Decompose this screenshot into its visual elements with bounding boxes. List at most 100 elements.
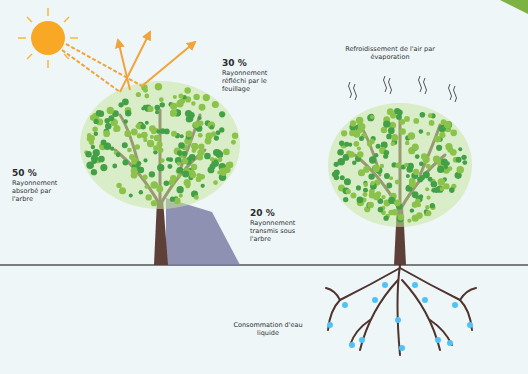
leaf-dot xyxy=(143,88,148,93)
leaf-dot xyxy=(107,107,114,114)
leaf-dot xyxy=(223,149,230,156)
leaf-dot xyxy=(141,132,148,139)
corner-tab xyxy=(500,0,528,14)
leaf-dot xyxy=(395,179,400,184)
leaf-dot xyxy=(394,199,401,206)
leaf-dot xyxy=(170,103,177,110)
leaf-dot xyxy=(363,182,368,187)
leaf-dot xyxy=(406,174,410,178)
leaf-dot xyxy=(447,147,453,153)
leaf-dot xyxy=(412,215,419,222)
leaf-dot xyxy=(123,119,127,123)
leaf-dot xyxy=(232,132,238,138)
leaf-dot xyxy=(395,162,401,168)
leaf-dot xyxy=(399,128,406,135)
leaf-dot xyxy=(381,195,385,199)
leaf-dot xyxy=(384,173,390,179)
leaf-dot xyxy=(127,148,132,153)
shadow-wedge xyxy=(166,198,240,265)
leaf-dot xyxy=(110,146,114,150)
leaf-dot xyxy=(188,116,194,122)
leaf-dot xyxy=(338,158,345,165)
leaf-dot xyxy=(139,190,143,194)
leaf-dot xyxy=(412,143,419,150)
leaf-dot xyxy=(206,133,211,138)
leaf-dot xyxy=(433,187,439,193)
leaf-dot xyxy=(155,83,162,90)
leaf-dot xyxy=(425,205,429,209)
leaf-dot xyxy=(205,138,212,145)
leaf-dot xyxy=(216,150,221,155)
left-tree xyxy=(80,81,240,265)
leaf-dot xyxy=(413,169,419,175)
leaf-dot xyxy=(437,166,444,173)
vapour-lines xyxy=(349,76,457,102)
leaf-dot xyxy=(350,120,356,126)
leaf-dot xyxy=(383,120,390,127)
leaf-dot xyxy=(124,130,131,137)
leaf-dot xyxy=(346,189,351,194)
percent-value: 50 % xyxy=(12,168,72,179)
leaf-dot xyxy=(398,214,405,221)
leaf-dot xyxy=(357,147,361,151)
leaf-dot xyxy=(429,120,435,126)
leaf-dot xyxy=(116,183,121,188)
leaf-dot xyxy=(143,158,147,162)
leaf-dot xyxy=(143,105,147,109)
leaf-dot xyxy=(122,142,128,148)
leaf-dot xyxy=(445,161,449,165)
leaf-dot xyxy=(231,140,236,145)
leaf-dot xyxy=(363,188,368,193)
leaf-dot xyxy=(440,186,445,191)
leaf-dot xyxy=(389,176,393,180)
leaf-dot xyxy=(152,200,158,206)
leaf-dot xyxy=(217,171,221,175)
leaf-dot xyxy=(89,140,94,145)
leaf-dot xyxy=(193,94,199,100)
leaf-dot xyxy=(166,157,170,161)
leaf-dot xyxy=(341,130,347,136)
leaf-dot xyxy=(380,164,385,169)
percent-value: 30 % xyxy=(222,58,282,69)
water-drops xyxy=(327,282,473,351)
water-note: Consommation d'eau liquide xyxy=(228,322,308,338)
leaf-dot xyxy=(384,150,390,156)
leaf-dot xyxy=(351,193,357,199)
leaf-dot xyxy=(159,97,164,102)
leaf-dot xyxy=(177,162,181,166)
leaf-dot xyxy=(445,121,453,129)
radiation-arrows xyxy=(62,32,195,92)
leaf-dot xyxy=(356,117,364,125)
leaf-dot xyxy=(439,132,445,138)
leaf-dot xyxy=(348,151,355,158)
leaf-dot xyxy=(217,157,222,162)
leaf-dot xyxy=(112,164,117,169)
leaf-dot xyxy=(190,172,196,178)
leaf-dot xyxy=(407,219,411,223)
leaf-dot xyxy=(186,130,193,137)
leaf-dot xyxy=(176,186,183,193)
leaf-dot xyxy=(456,157,462,163)
leaf-dot xyxy=(118,102,123,107)
leaf-dot xyxy=(419,194,424,199)
leaf-dot xyxy=(170,111,175,116)
leaf-dot xyxy=(386,183,392,189)
cooling-note: Refroidissement de l'air par évaporation xyxy=(330,46,450,62)
leaf-dot xyxy=(391,134,398,141)
leaf-dot xyxy=(113,125,120,132)
leaf-dot xyxy=(144,185,148,189)
leaf-dot xyxy=(199,104,206,111)
leaf-dot xyxy=(383,216,388,221)
leaf-dot xyxy=(340,175,345,180)
ground-line xyxy=(0,264,528,266)
leaf-dot xyxy=(122,160,128,166)
leaf-dot xyxy=(136,92,141,97)
leaf-dot xyxy=(198,133,203,138)
leaf-dot xyxy=(100,164,107,171)
leaf-dot xyxy=(177,150,183,156)
leaf-dot xyxy=(363,192,368,197)
leaf-dot xyxy=(358,123,365,130)
leaf-dot xyxy=(93,119,98,124)
sun-icon xyxy=(18,8,78,68)
